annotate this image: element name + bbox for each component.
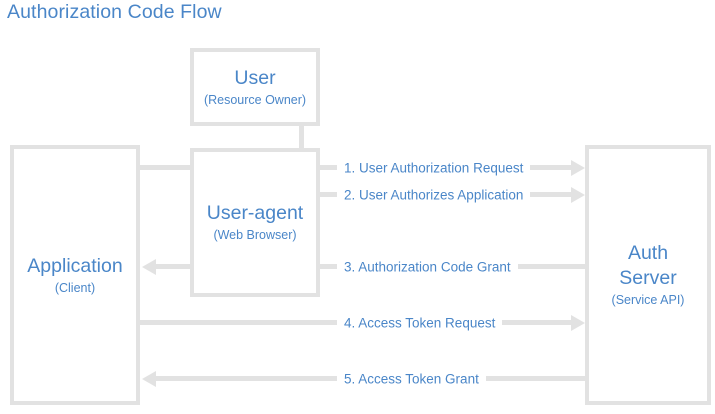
flow-arrowhead-3 bbox=[142, 258, 156, 275]
actor-box-user[interactable]: User (Resource Owner) bbox=[190, 48, 320, 126]
actor-user-agent-role: (Web Browser) bbox=[213, 228, 297, 242]
flow-step-label-5: 5. Access Token Grant bbox=[337, 370, 486, 388]
actor-box-user-agent[interactable]: User-agent (Web Browser) bbox=[190, 148, 320, 297]
page-title: Authorization Code Flow bbox=[7, 1, 222, 23]
actor-application-title: Application bbox=[27, 254, 123, 277]
flow-arrowhead-1 bbox=[571, 159, 585, 176]
actor-user-title: User bbox=[234, 66, 276, 89]
flow-arrowhead-4 bbox=[571, 314, 585, 331]
actor-box-auth-server[interactable]: Auth Server (Service API) bbox=[585, 145, 711, 405]
actor-user-role: (Resource Owner) bbox=[203, 92, 307, 107]
actor-auth-server-role: (Service API) bbox=[611, 293, 685, 307]
actor-box-application[interactable]: Application (Client) bbox=[10, 145, 140, 405]
flow-step-label-4: 4. Access Token Request bbox=[337, 314, 503, 332]
flow-step-label-1: 1. User Authorization Request bbox=[337, 159, 531, 177]
actor-application-role: (Client) bbox=[54, 280, 96, 295]
flow-arrowhead-5 bbox=[142, 370, 156, 387]
flow-arrowhead-2 bbox=[571, 186, 585, 203]
flow-step-label-2: 2. User Authorizes Application bbox=[337, 186, 531, 204]
actor-auth-server-title: Auth Server bbox=[619, 242, 677, 289]
flow-step-label-3: 3. Authorization Code Grant bbox=[337, 258, 518, 276]
actor-user-agent-title: User-agent bbox=[206, 202, 304, 224]
